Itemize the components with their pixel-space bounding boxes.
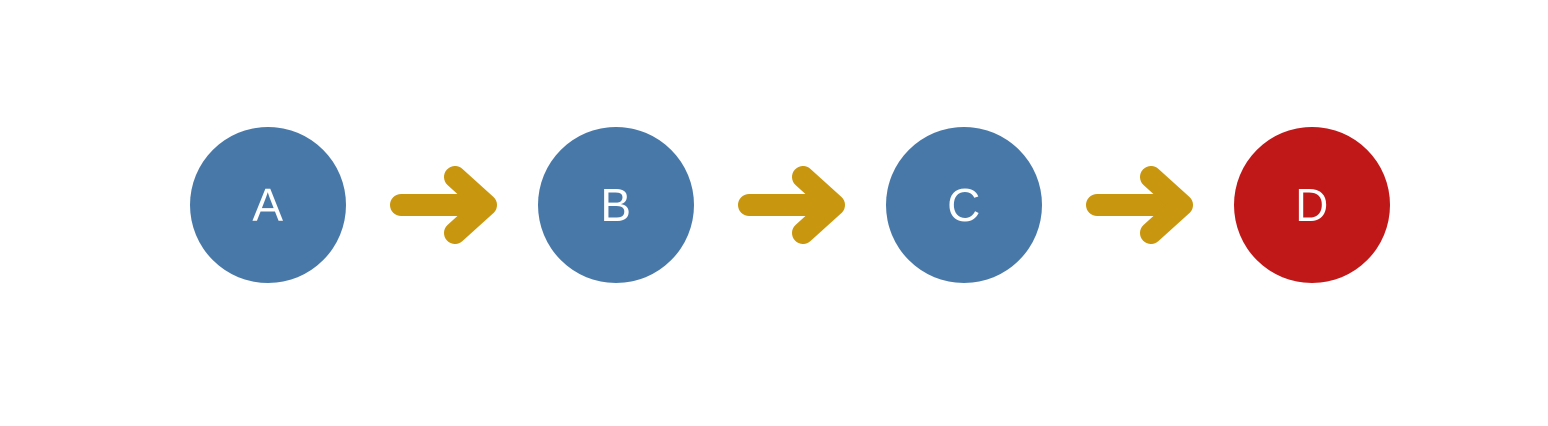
- diagram-node-c[interactable]: C: [886, 127, 1042, 283]
- arrow-right-icon: [1086, 166, 1193, 244]
- arrow-right-icon: [738, 166, 845, 244]
- node-label-b: B: [600, 179, 632, 231]
- diagram-node-a[interactable]: A: [190, 127, 346, 283]
- diagram-node-b[interactable]: B: [538, 127, 694, 283]
- diagram-node-d[interactable]: D: [1234, 127, 1390, 283]
- diagram-arrow-b-to-c: [737, 160, 849, 250]
- node-label-c: C: [947, 179, 981, 231]
- node-label-d: D: [1295, 179, 1329, 231]
- diagram-arrow-a-to-b: [389, 160, 501, 250]
- arrow-right-icon: [390, 166, 497, 244]
- node-label-a: A: [252, 179, 284, 231]
- diagram-arrow-c-to-d: [1085, 160, 1197, 250]
